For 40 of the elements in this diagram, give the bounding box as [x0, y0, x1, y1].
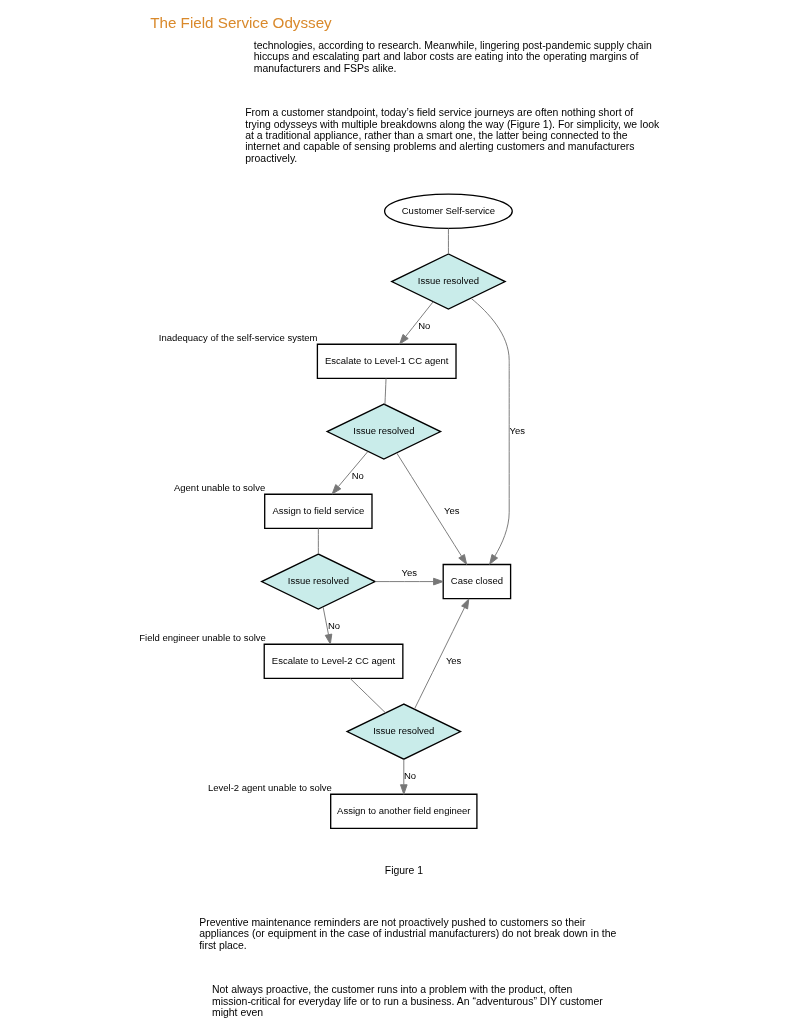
node-box: Case closed	[442, 563, 512, 600]
arrow	[374, 577, 444, 586]
diagram-title: The Field Service Odyssey	[150, 13, 332, 31]
edge-label: No	[403, 770, 417, 782]
label: Preventive maintenance reminders are not proactively pushed to customers so their appliances (or equipment in the case of industrial manufacturers) do not break down in the first place.	[199, 917, 617, 951]
arrow	[470, 297, 510, 565]
node-box: Assign to another field engineer	[330, 793, 478, 830]
node-box: Assign to field service	[264, 493, 373, 530]
connector	[317, 528, 319, 555]
node-ellipse: Customer Self-service	[383, 193, 513, 230]
node-label: Agent unable to solve	[173, 482, 266, 494]
node-label: Field engineer unable to solve	[139, 632, 266, 644]
edge-label: Yes	[445, 654, 462, 666]
edge-label: No	[327, 620, 341, 632]
edge-label: Yes	[401, 566, 417, 578]
node-label: Inadequacy of the self-service system	[158, 332, 318, 344]
edge-label: No	[418, 320, 431, 332]
node-box: Escalate to Level-1 CC agent	[316, 343, 457, 380]
arrow	[400, 758, 408, 795]
node-box: Escalate to Level-2 CC agent	[263, 643, 404, 680]
arrow	[331, 451, 369, 495]
node-label: Level-2 agent unable to solve	[207, 782, 332, 794]
arrow	[322, 606, 333, 645]
arrow	[396, 452, 468, 565]
connector	[384, 378, 387, 405]
arrow	[413, 598, 470, 710]
arrow	[399, 301, 434, 345]
edge-label: No	[351, 470, 364, 482]
edge-label: Yes	[444, 504, 460, 516]
node-diamond: Issue resolved	[260, 553, 377, 610]
node-diamond: Issue resolved	[390, 253, 507, 310]
edge-label: Yes	[509, 424, 525, 436]
node-diamond: Issue resolved	[345, 703, 463, 760]
label: Figure 1	[384, 864, 424, 876]
label: technologies, according to research. Meanwhile, lingering post-pandemic supply chain hiccups and escalating part and labor costs are eating into the operating margins of manufacturers and FSPs alike.	[253, 39, 652, 74]
node-diamond: Issue resolved	[325, 403, 443, 460]
connector	[349, 678, 386, 714]
connector	[447, 227, 449, 255]
label: From a customer standpoint, today’s field service journeys are often nothing short of trying odysseys with multiple breakdowns along the way (Figure 1). For simplicity, we look at a traditional appliance, rather than a smart one, the latter being connected to the internet and capable of sensing problems and alerting customers and manufacturers proactively.	[245, 107, 660, 164]
label: Not always proactive, the customer runs into a problem with the product, often mission-critical for everyday life or to run a business. An “adventurous” DIY customer might even	[212, 984, 603, 1019]
